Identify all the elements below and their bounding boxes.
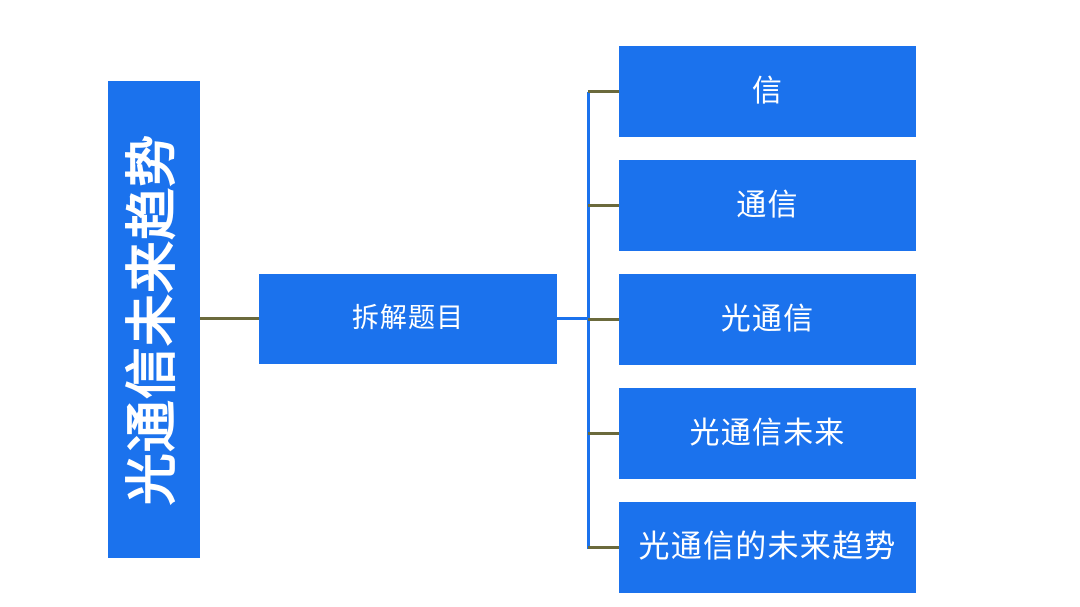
connector-trunk-to-leaf-1 <box>588 90 620 93</box>
node-leaf-1[interactable]: 信 <box>619 46 916 137</box>
connector-root-to-branch <box>199 317 260 320</box>
node-leaf-3-label: 光通信 <box>720 303 815 336</box>
node-leaf-4[interactable]: 光通信未来 <box>619 388 916 479</box>
connector-branch-to-trunk <box>556 317 589 320</box>
node-leaf-2-label: 通信 <box>736 189 799 222</box>
node-branch-label: 拆解题目 <box>351 303 465 334</box>
connector-trunk-to-leaf-2 <box>588 204 620 207</box>
node-root[interactable]: 光通信未来趋势 <box>108 81 200 558</box>
node-leaf-2[interactable]: 通信 <box>619 160 916 251</box>
node-leaf-5-label: 光通信的未来趋势 <box>638 529 897 565</box>
node-branch-decompose[interactable]: 拆解题目 <box>259 274 557 364</box>
node-leaf-3[interactable]: 光通信 <box>619 274 916 365</box>
node-leaf-4-label: 光通信未来 <box>689 417 846 450</box>
node-leaf-5[interactable]: 光通信的未来趋势 <box>619 502 916 593</box>
node-leaf-1-label: 信 <box>751 75 784 108</box>
connector-trunk-to-leaf-4 <box>588 432 620 435</box>
connector-trunk-to-leaf-5 <box>588 546 620 549</box>
connector-trunk-to-leaf-3 <box>588 318 620 321</box>
node-root-label: 光通信未来趋势 <box>124 133 183 506</box>
